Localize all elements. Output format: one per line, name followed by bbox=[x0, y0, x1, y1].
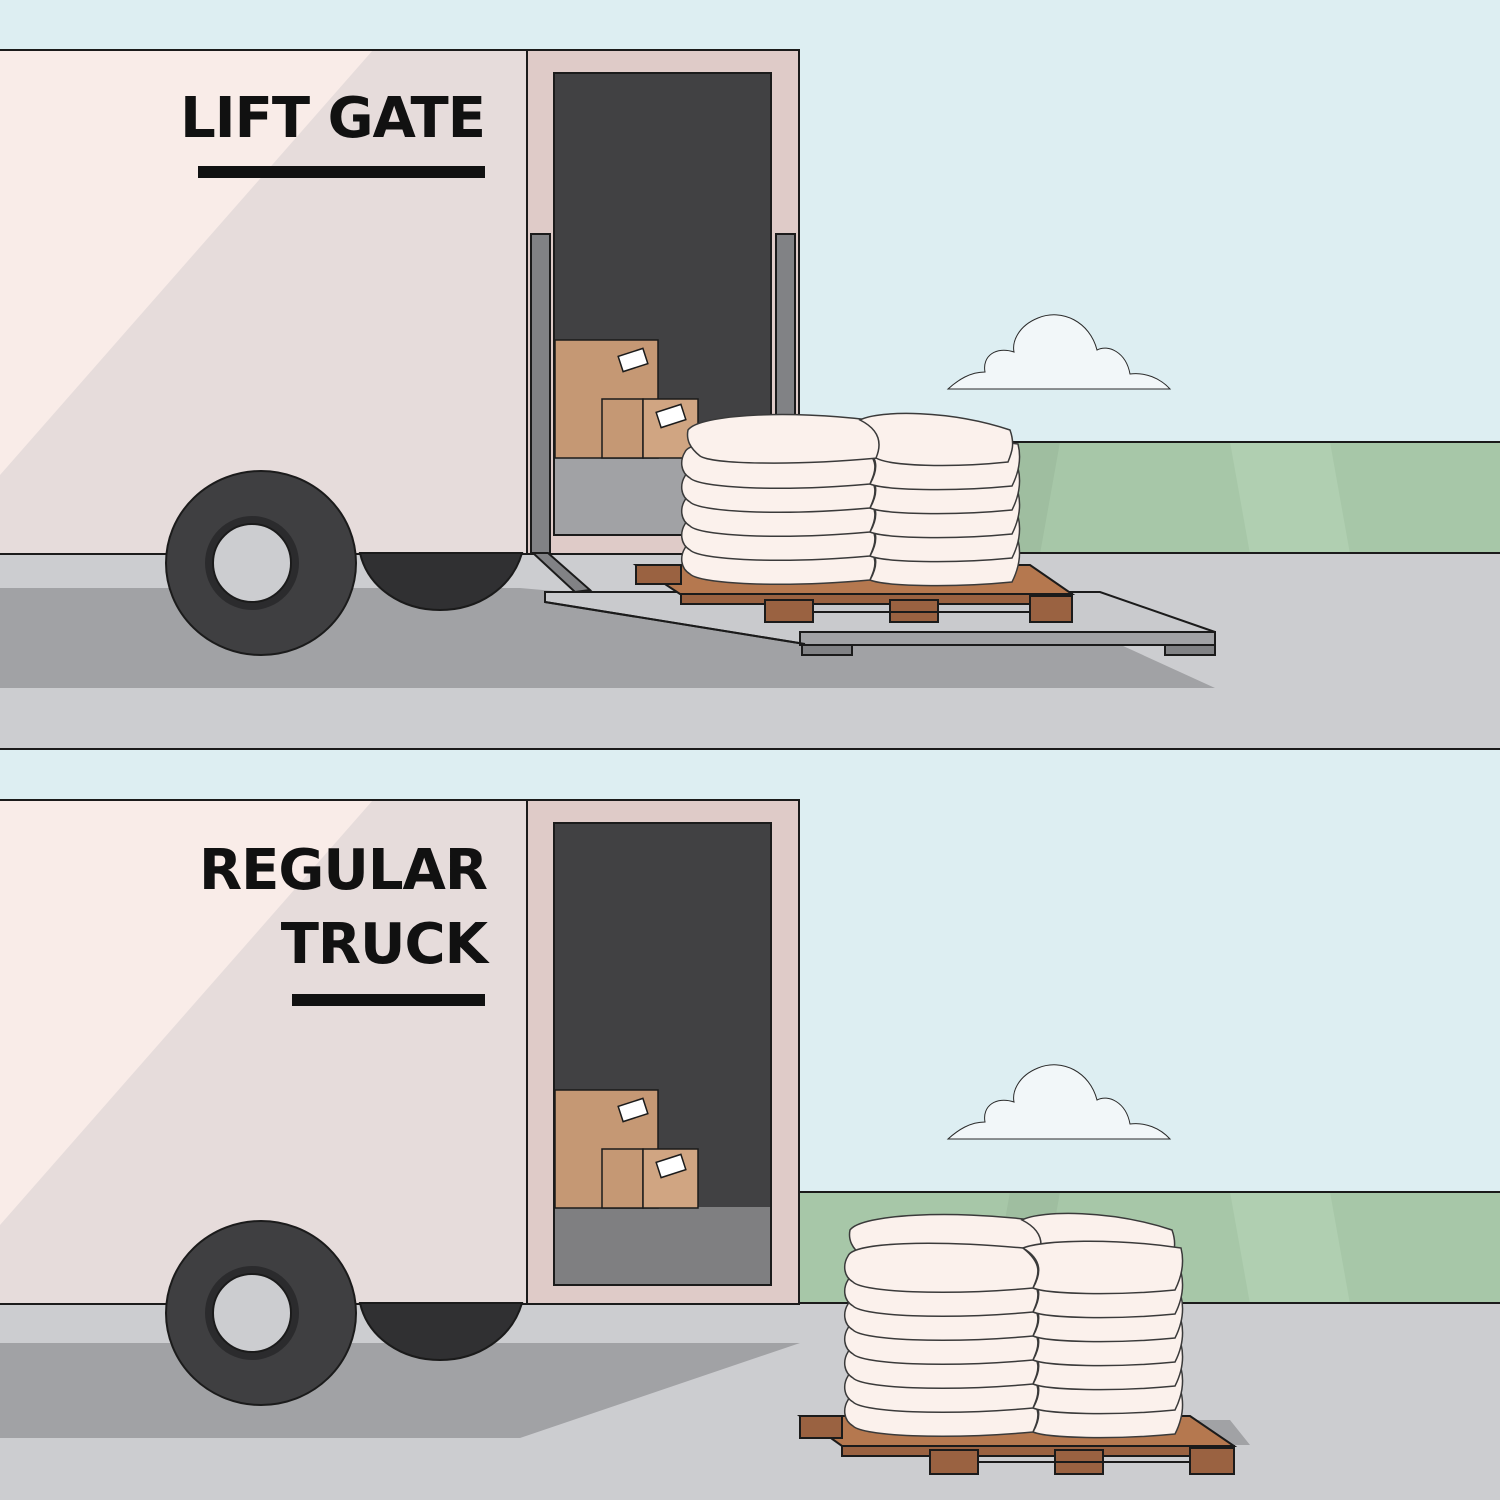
regular-truck-label: REGULAR TRUCK bbox=[160, 834, 488, 982]
tire-icon bbox=[165, 1220, 524, 1406]
truck-icon bbox=[0, 49, 800, 555]
regular-truck-scene bbox=[0, 750, 1500, 1500]
sack-stack-icon bbox=[680, 412, 1021, 587]
cloud-icon bbox=[946, 314, 1172, 390]
truck-icon bbox=[0, 799, 800, 1305]
lift-gate-label-underline bbox=[198, 166, 485, 178]
lift-gate-label: LIFT GATE bbox=[180, 86, 486, 151]
regular-truck-label-underline bbox=[292, 994, 485, 1006]
cloud-icon bbox=[946, 1064, 1172, 1140]
tire-icon bbox=[165, 470, 524, 656]
sack-stack-icon bbox=[843, 1212, 1184, 1439]
regular-truck-panel: REGULAR TRUCK bbox=[0, 750, 1500, 1500]
left-lift-rail bbox=[530, 233, 551, 555]
lift-gate-scene bbox=[0, 0, 1500, 750]
cardboard-box-icon bbox=[554, 339, 699, 459]
lift-gate-panel: LIFT GATE bbox=[0, 0, 1500, 750]
cardboard-box-icon bbox=[554, 1089, 699, 1209]
regular-truck-label-line-2: TRUCK bbox=[280, 912, 488, 977]
regular-truck-label-line-1: REGULAR bbox=[199, 838, 488, 903]
